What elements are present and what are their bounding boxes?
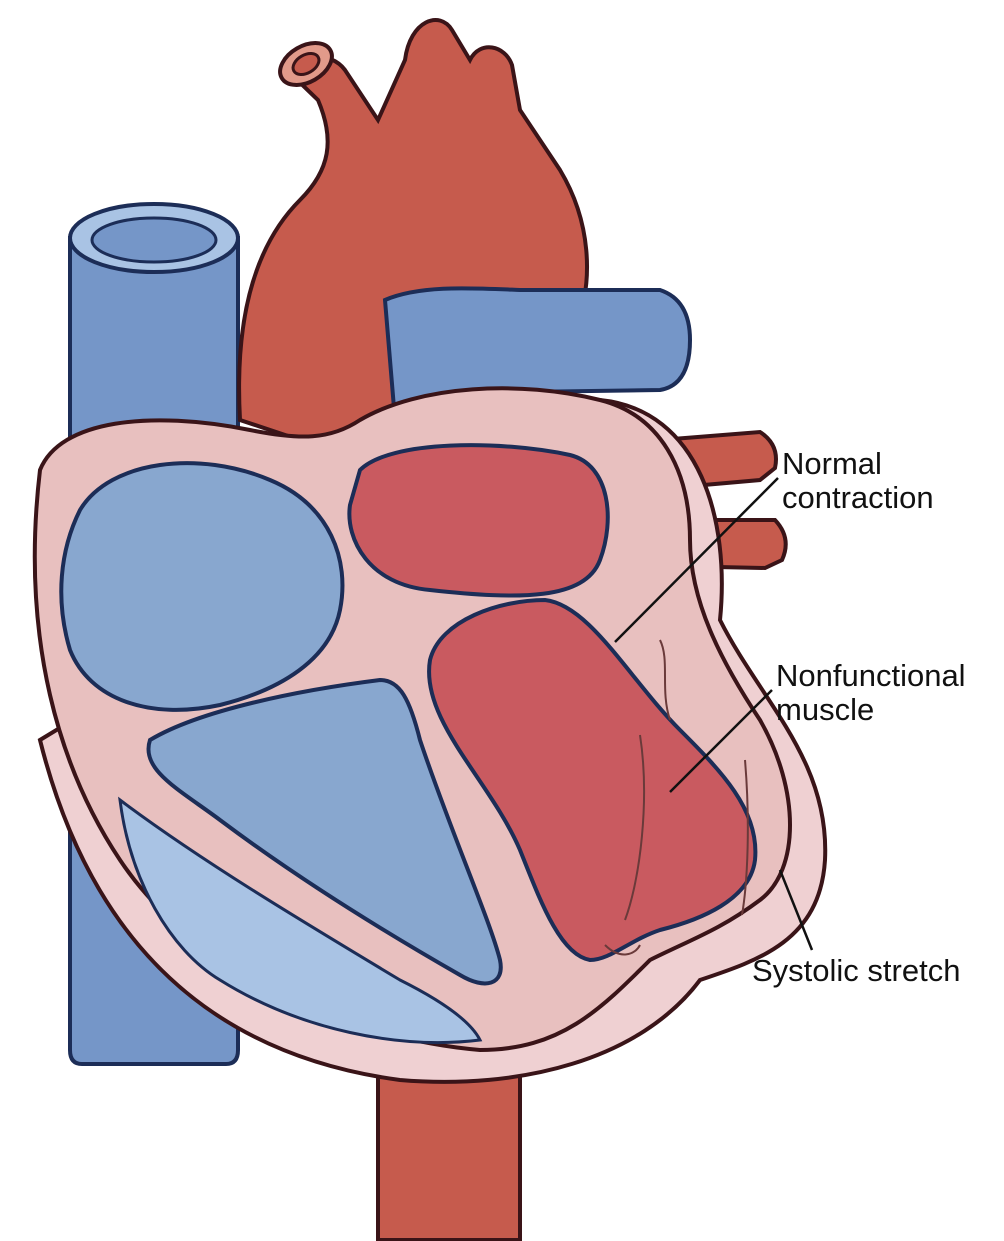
label-nonfunctional-muscle: Nonfunctional muscle [776,659,966,727]
label-nonfunctional-muscle-line2: muscle [776,692,875,727]
label-systolic-stretch-line1: Systolic stretch [752,953,961,988]
left-ventricle [427,597,758,963]
leader-line-normal-contraction [614,477,779,643]
label-normal-contraction: Normal contraction [782,447,934,515]
stretch-detail-lines [604,639,749,956]
right-ventricle [146,677,503,986]
leader-lines [614,477,814,951]
leader-line-nonfunctional-muscle [669,689,773,793]
leader-line-systolic-stretch [778,869,814,951]
label-nonfunctional-muscle-line1: Nonfunctional [776,658,966,693]
label-systolic-stretch: Systolic stretch [752,954,960,988]
label-normal-contraction-line2: contraction [782,480,934,515]
descending-aorta [376,1058,522,1241]
label-normal-contraction-line1: Normal [782,446,882,481]
right-ventricle-lumen [118,796,483,1044]
left-atrium [347,443,610,598]
right-atrium [59,461,345,712]
